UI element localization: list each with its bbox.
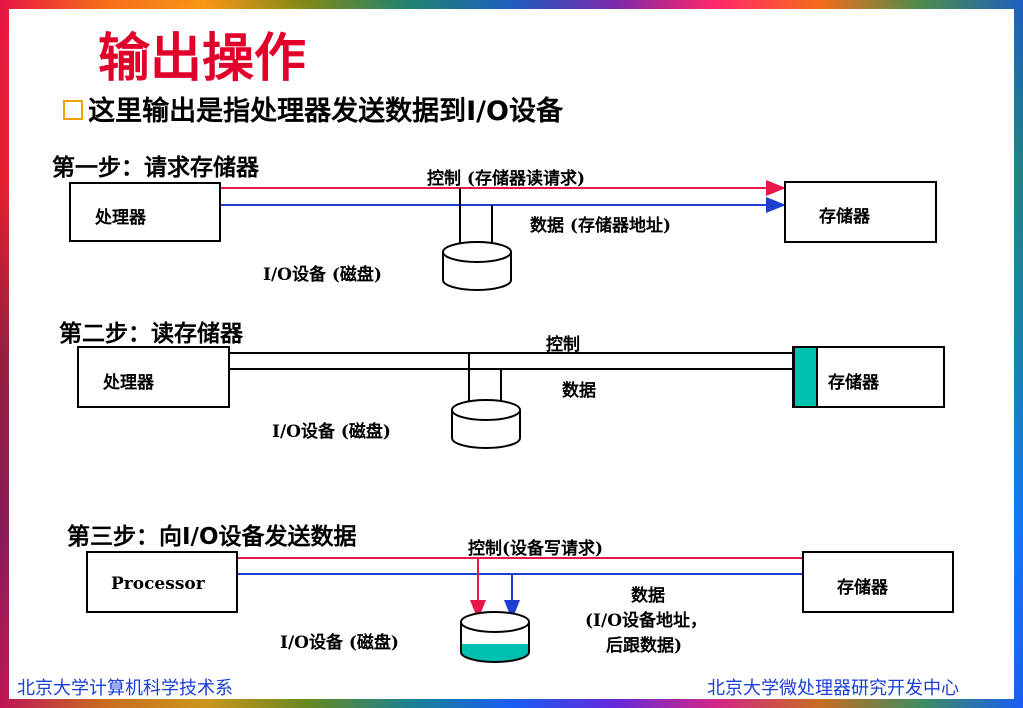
step2-data-label: 数据 — [562, 381, 596, 401]
step1-disk-icon — [442, 241, 512, 291]
footer-right: 北京大学微处理器研究开发中心 — [707, 678, 959, 699]
step1-memory-label: 存储器 — [819, 207, 870, 227]
step2-device-label: I/O设备 (磁盘) — [272, 422, 391, 442]
bullet-square-icon — [63, 100, 83, 120]
step2-disk-icon — [451, 399, 521, 449]
step3-data-label-2: (I/O设备地址， — [585, 611, 708, 631]
step2-memory-box: 存储器 — [793, 346, 945, 408]
step2-memory-label: 存储器 — [828, 373, 879, 393]
step1-heading: 第一步：请求存储器 — [52, 155, 259, 181]
step3-disk-icon — [460, 611, 530, 663]
step3-processor-box: Processor — [86, 551, 238, 613]
step3-memory-label: 存储器 — [837, 578, 888, 598]
page-title: 输出操作 — [98, 29, 307, 89]
step1-processor-label: 处理器 — [95, 208, 146, 228]
step1-processor-box: 处理器 — [69, 182, 221, 242]
bullet-text: 这里输出是指处理器发送数据到I/O设备 — [88, 96, 563, 127]
step3-control-label: 控制(设备写请求) — [468, 539, 604, 559]
step3-processor-label: Processor — [111, 574, 205, 594]
step2-heading: 第二步：读存储器 — [59, 321, 243, 347]
bullet-line: 这里输出是指处理器发送数据到I/O设备 — [63, 89, 563, 128]
step3-memory-box: 存储器 — [802, 551, 954, 613]
footer-left: 北京大学计算机科学技术系 — [17, 678, 233, 699]
step2-control-label: 控制 — [546, 335, 580, 355]
step1-device-label: I/O设备 (磁盘) — [263, 265, 382, 285]
step2-processor-box: 处理器 — [77, 346, 230, 408]
step3-data-label-3: 后跟数据) — [606, 636, 683, 656]
step2-processor-label: 处理器 — [103, 373, 154, 393]
step1-memory-box: 存储器 — [784, 181, 937, 243]
step1-control-label: 控制 (存储器读请求) — [427, 169, 586, 189]
step3-data-label-1: 数据 — [631, 586, 665, 606]
step1-data-label: 数据 (存储器地址) — [530, 216, 672, 236]
step3-device-label: I/O设备 (磁盘) — [280, 633, 399, 653]
step3-heading: 第三步：向I/O设备发送数据 — [67, 524, 357, 550]
